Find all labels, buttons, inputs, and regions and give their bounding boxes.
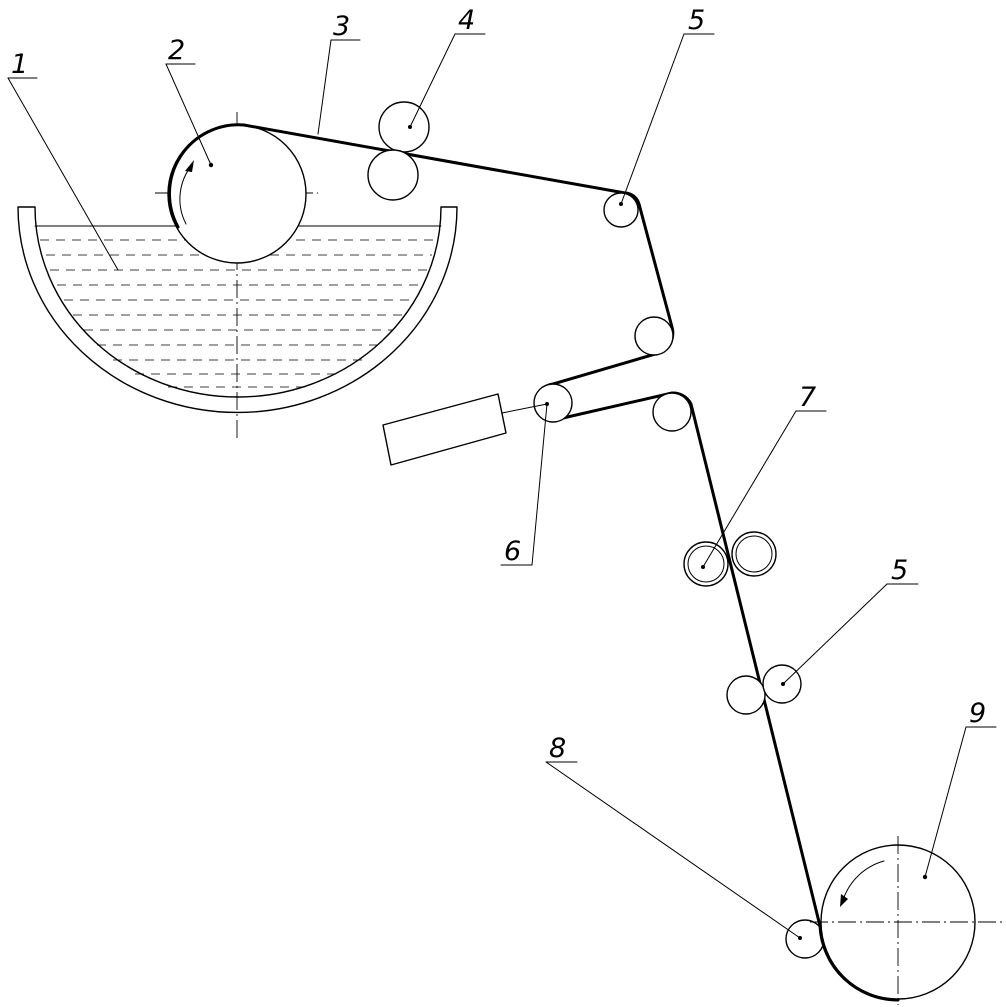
curved-arrow-icon: [840, 860, 885, 907]
applicator-roll: [167, 123, 307, 264]
leader-lines: [7, 33, 997, 939]
guide-roll-1: [603, 192, 639, 228]
roll-8: [785, 919, 825, 959]
curved-arrow-icon: [179, 160, 194, 225]
label-web: 3: [333, 11, 350, 42]
unit-6-roll: [533, 383, 573, 423]
label-roll-pair-7: 7: [799, 382, 816, 413]
label-roll-8: 8: [549, 733, 566, 764]
label-bath: 1: [11, 49, 28, 80]
label-squeeze-roll: 4: [458, 5, 475, 36]
web-path: [242, 123, 822, 928]
guide-roll-2: [634, 316, 674, 356]
unit-6-device: [382, 393, 548, 466]
bath: [17, 206, 458, 414]
label-guide-roll-upper: 5: [688, 5, 705, 36]
guide-roll-pair-lower: [726, 664, 802, 715]
label-applicator-roll: 2: [168, 35, 185, 66]
squeeze-roll-lower: [367, 149, 419, 201]
guide-roll-3: [652, 392, 692, 432]
label-guide-roll-lower: 5: [891, 555, 908, 586]
take-up-roll: [810, 836, 1002, 1005]
label-unit-6: 6: [504, 536, 521, 567]
label-take-up-roll: 9: [969, 698, 986, 729]
squeeze-roll-upper: [378, 101, 430, 153]
